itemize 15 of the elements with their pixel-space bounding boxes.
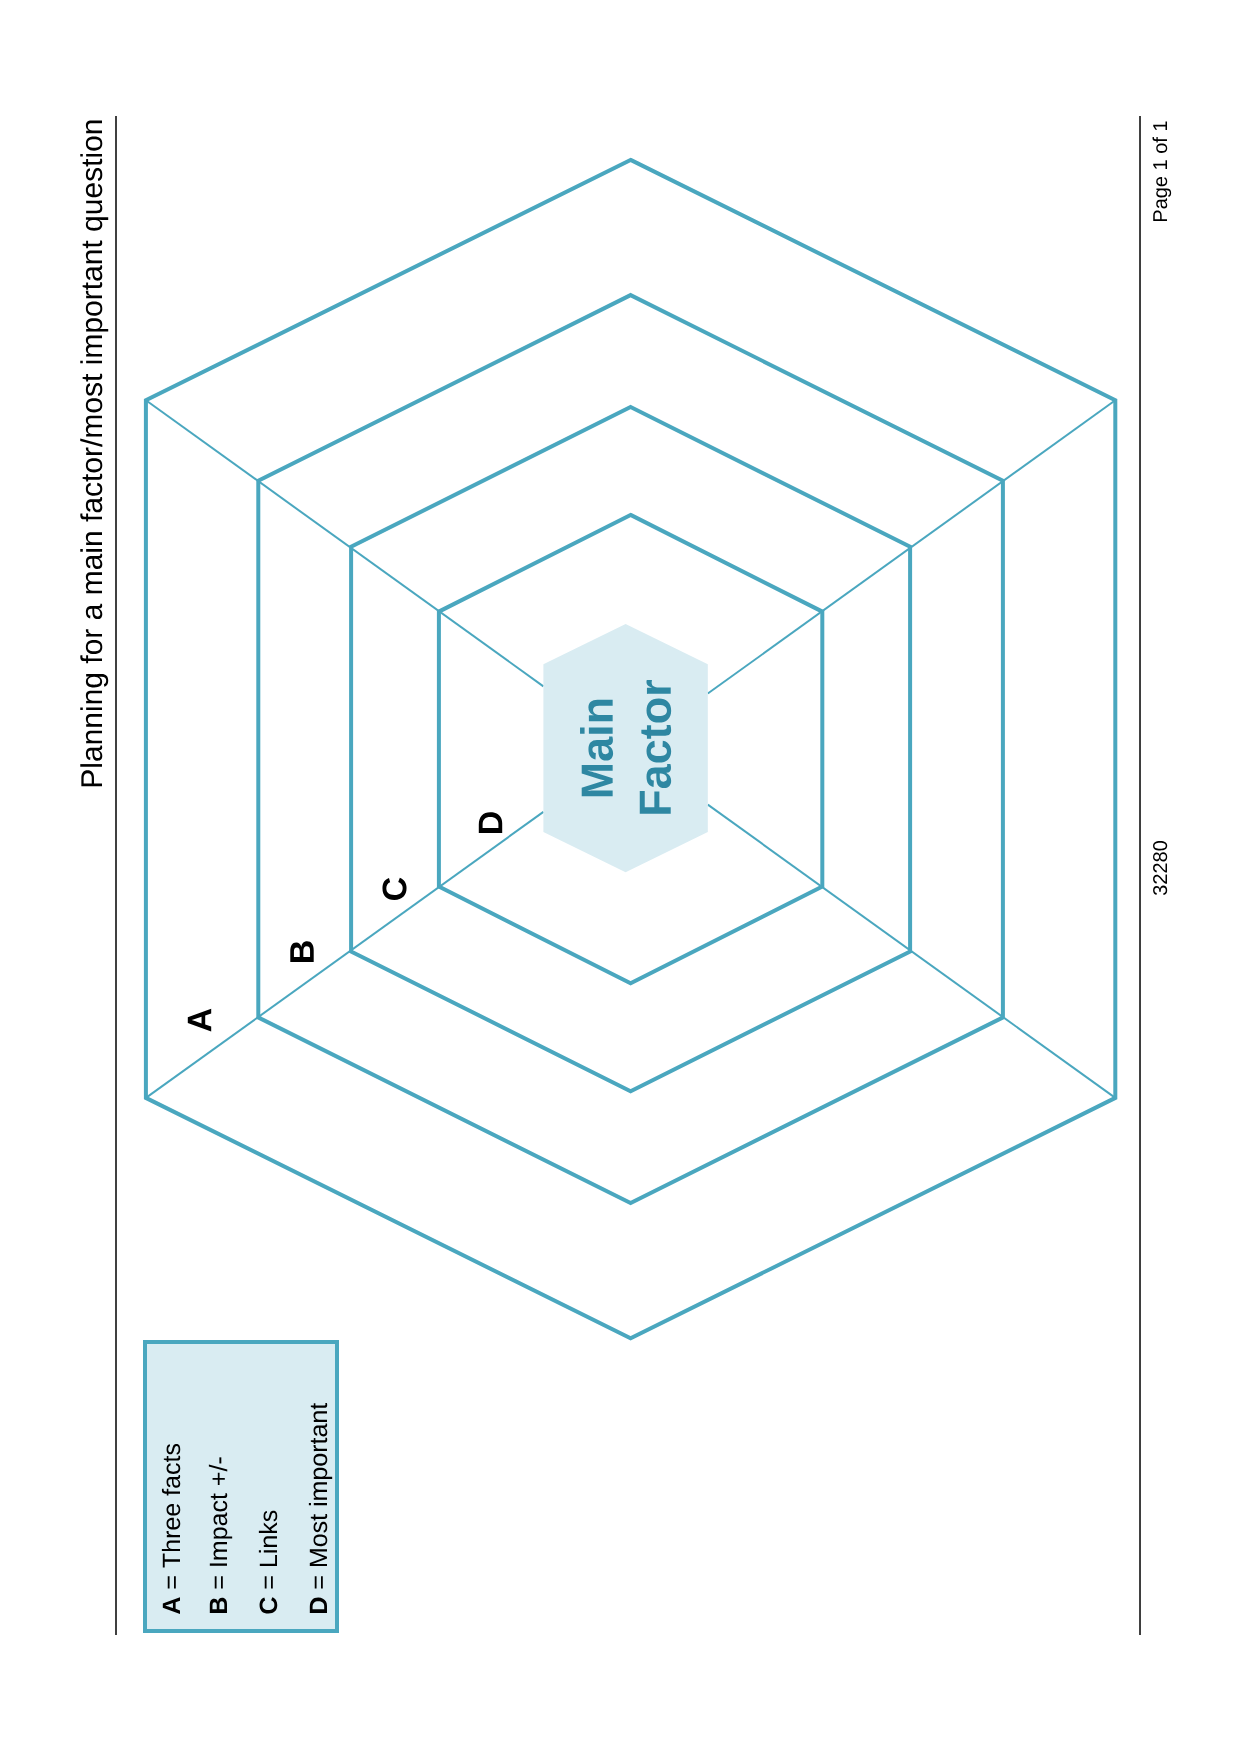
document-number: 32280	[1153, 841, 1168, 896]
key-text: C = Links	[258, 1510, 278, 1614]
band-letter: C	[382, 877, 407, 900]
title: Planning for a main factor/most important question	[80, 120, 109, 787]
band-letter: D	[478, 812, 503, 833]
band-letter: B	[290, 941, 314, 962]
key-box	[143, 1340, 339, 1633]
center-hexagon: Main Factor	[543, 624, 708, 873]
hexagon-ring	[143, 157, 1118, 1341]
band-letter: A	[187, 1008, 212, 1032]
hexagon-ring	[436, 512, 825, 986]
page-number: Page 1 of 1	[1152, 121, 1172, 222]
key-text: A = Three facts	[161, 1443, 181, 1614]
key-text: D = Most important	[308, 1402, 333, 1613]
key-text: B = Impact +/-	[208, 1457, 233, 1613]
